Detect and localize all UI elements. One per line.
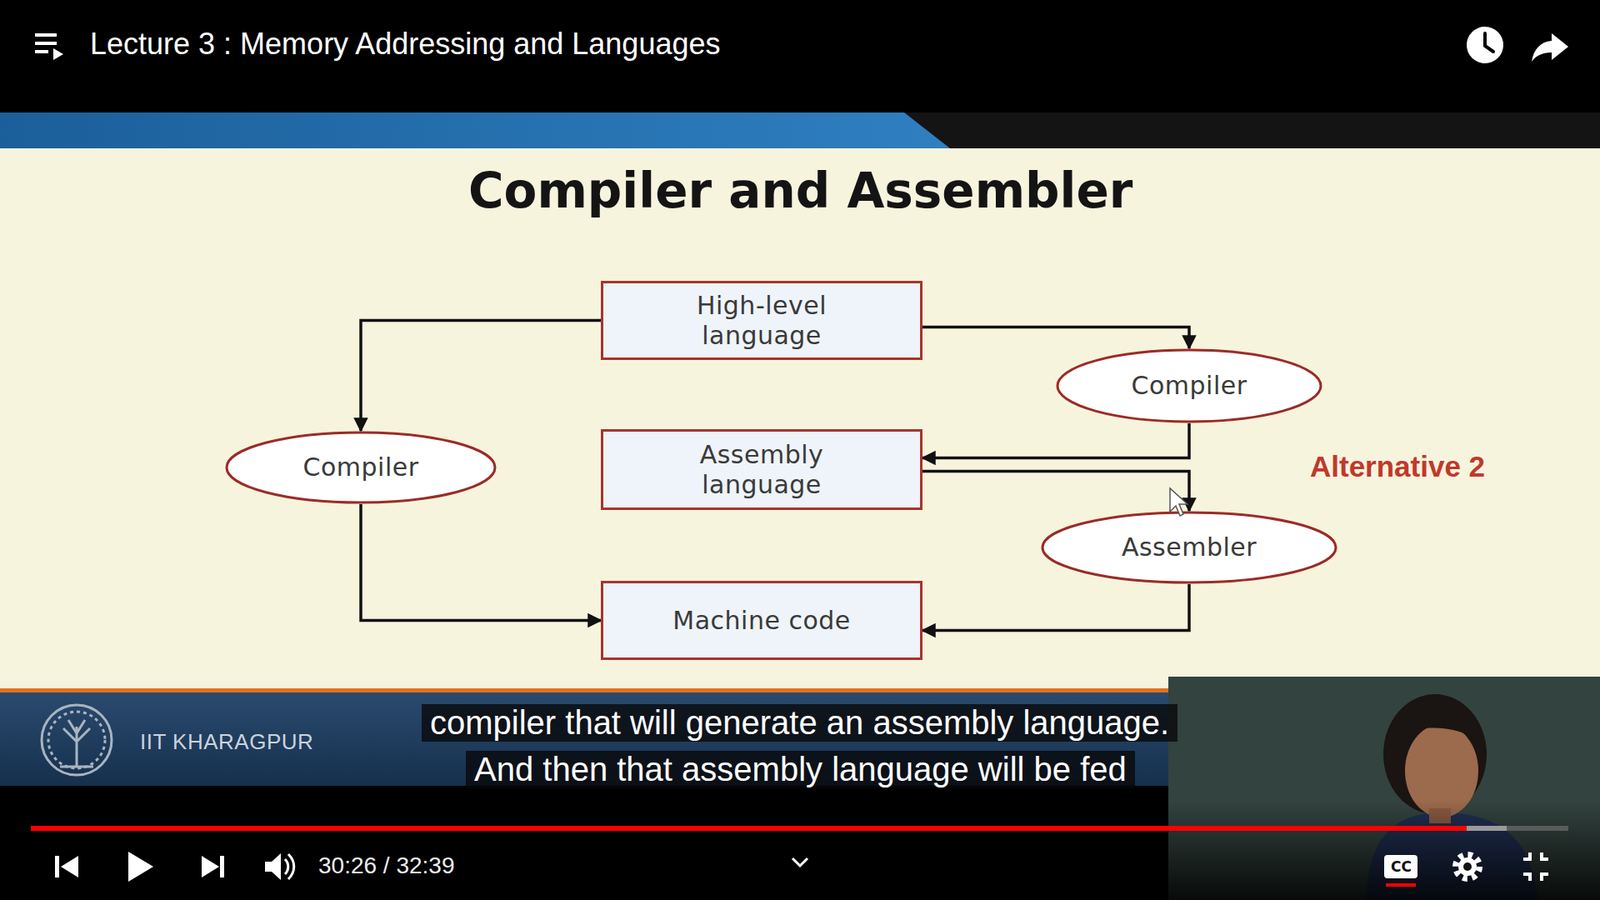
progress-played bbox=[30, 825, 1467, 831]
exit-fullscreen-icon bbox=[1523, 852, 1549, 881]
video-title: Lecture 3 : Memory Addressing and Langua… bbox=[90, 26, 720, 62]
time-display: 30:26 / 32:39 bbox=[318, 852, 455, 880]
chevron-icon bbox=[792, 858, 808, 866]
progress-track bbox=[30, 825, 1569, 831]
flow-arrow bbox=[922, 423, 1190, 459]
settings-icon bbox=[1455, 855, 1480, 879]
watch-later-icon bbox=[1466, 26, 1504, 64]
share-icon bbox=[1531, 33, 1569, 62]
node-text: Compiler bbox=[302, 452, 419, 482]
slide-ground bbox=[0, 148, 1600, 690]
tool-ellipse: Assembler bbox=[1040, 510, 1338, 585]
flow-arrow bbox=[922, 584, 1190, 631]
captions-button bbox=[1384, 855, 1418, 879]
node-text: Machine code bbox=[672, 605, 850, 635]
captions-active-bar bbox=[1385, 883, 1416, 887]
flow-arrow bbox=[360, 504, 601, 621]
previous-icon bbox=[55, 855, 79, 878]
subtitle-line: And then that assembly language will be … bbox=[465, 750, 1135, 789]
tool-ellipse: Compiler bbox=[1055, 348, 1323, 424]
slide-band bbox=[0, 112, 950, 149]
tool-ellipse: Compiler bbox=[225, 430, 497, 505]
slide-title: Compiler and Assembler bbox=[468, 162, 1133, 220]
playlist-icon bbox=[35, 33, 64, 60]
node-text: Assembly language bbox=[661, 440, 862, 500]
subtitle-line: compiler that will generate an assembly … bbox=[421, 704, 1178, 742]
node-text: Compiler bbox=[1130, 370, 1247, 400]
band-dark bbox=[0, 112, 1600, 149]
language-box: Assembly language bbox=[600, 429, 923, 510]
ellipse-shape bbox=[226, 432, 495, 503]
flow-arrow bbox=[922, 471, 1190, 512]
flow-arrow bbox=[360, 320, 601, 432]
institute-logo bbox=[41, 705, 112, 775]
captions-label: CC bbox=[1390, 858, 1412, 875]
language-box: Machine code bbox=[600, 580, 923, 660]
ellipse-shape bbox=[1057, 350, 1321, 422]
top-bar bbox=[0, 0, 1600, 113]
play-icon bbox=[128, 851, 154, 882]
language-box: High-level language bbox=[600, 280, 923, 360]
control-shade bbox=[0, 800, 1600, 900]
institute-name: IIT KHARAGPUR bbox=[140, 729, 314, 755]
flow-arrow bbox=[922, 327, 1190, 350]
node-text: High-level language bbox=[661, 290, 862, 350]
slide-rule bbox=[0, 688, 1169, 693]
volume-icon bbox=[265, 853, 295, 880]
next-icon bbox=[201, 855, 225, 878]
alternative-note: Alternative 2 bbox=[1310, 450, 1485, 484]
ellipse-shape bbox=[1042, 512, 1336, 583]
node-text: Assembler bbox=[1121, 532, 1257, 562]
progress-buffer bbox=[30, 825, 1507, 831]
